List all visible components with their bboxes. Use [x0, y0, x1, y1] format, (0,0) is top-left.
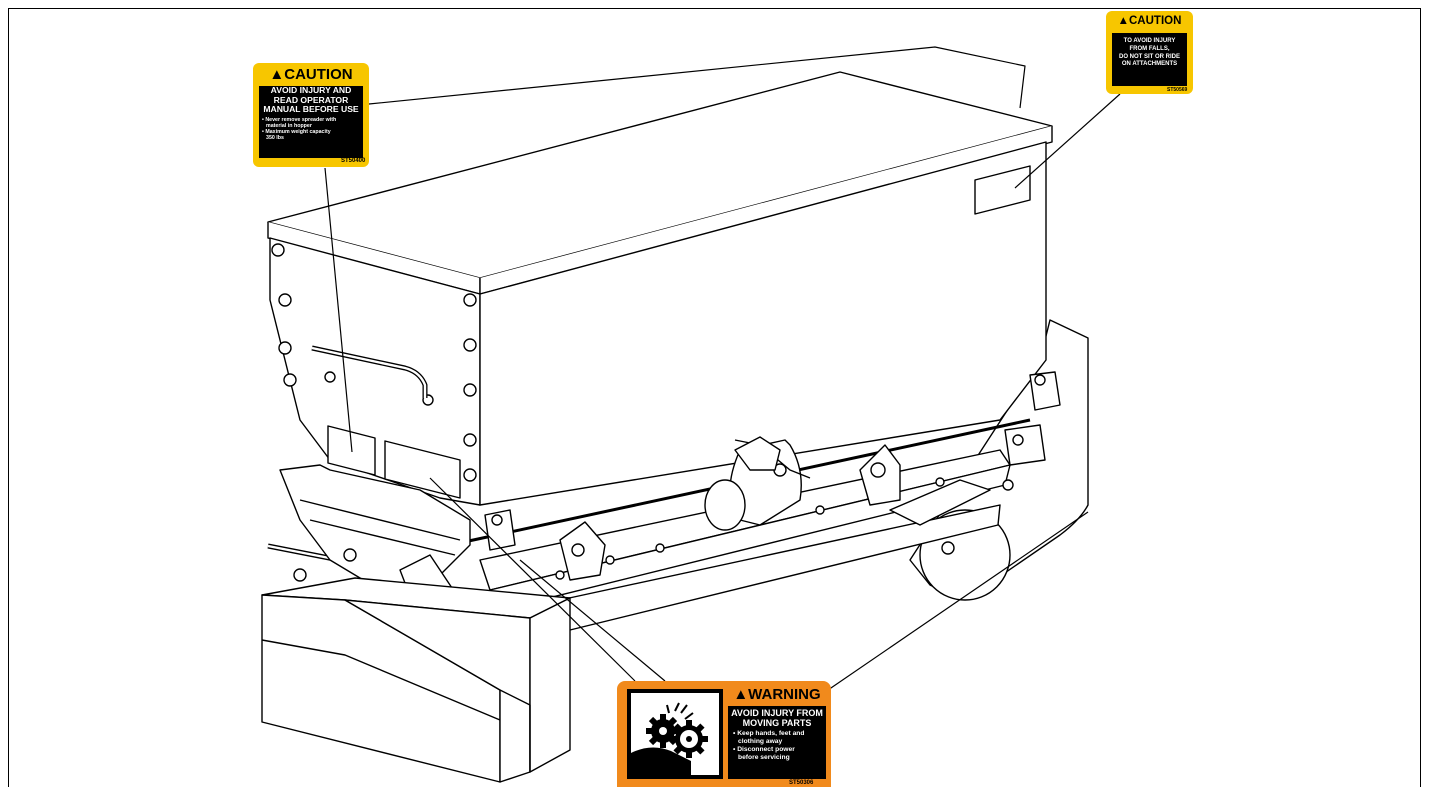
leader-warning-3 — [827, 511, 1089, 691]
motor-bracket — [734, 436, 781, 471]
caution-label-falls: ▲CAUTION TO AVOID INJURY FROM FALLS, DO … — [1106, 11, 1193, 94]
hopper-front-face — [479, 141, 1047, 506]
caution-line: DO NOT SIT OR RIDE — [1118, 53, 1180, 60]
leader-right-caution — [1014, 93, 1121, 189]
leader-warning-1 — [429, 477, 636, 682]
right-bearing — [1004, 424, 1046, 466]
alert-triangle-icon: ▲ — [1117, 15, 1129, 27]
caution-line: TO AVOID INJURY — [1123, 38, 1176, 44]
alert-triangle-icon: ▲ — [269, 66, 285, 83]
caution-line: AVOID INJURY AND — [270, 85, 352, 95]
caution-line: MANUAL BEFORE USE — [263, 104, 359, 114]
caution-line: READ OPERATOR — [273, 94, 349, 105]
label-placeholder-left-2 — [384, 440, 461, 499]
alert-triangle-icon: ▲ — [733, 686, 749, 703]
leader-warning-2 — [519, 559, 666, 682]
caution-heading: ▲CAUTION — [1117, 15, 1182, 27]
caution-bullets: • Never remove spreader with material in… — [262, 116, 337, 141]
warning-label-moving-parts: ▲WARNING AVOID INJURY FROM MOVING PARTS … — [617, 681, 831, 787]
warning-heading: ▲WARNING — [733, 686, 821, 703]
caution-heading: ▲CAUTION — [269, 66, 353, 83]
diagram-frame — [8, 8, 1421, 787]
caution-line: FROM FALLS, — [1129, 45, 1170, 52]
label-part-code: ST50569 — [1167, 87, 1188, 93]
label-placeholder-right — [974, 165, 1031, 215]
caution-body: TO AVOID INJURY FROM FALLS, DO NOT SIT O… — [1112, 33, 1187, 86]
label-part-code: ST50400 — [341, 158, 366, 164]
spinner-cover-side — [344, 599, 531, 783]
warning-body: AVOID INJURY FROM MOVING PARTS • Keep ha… — [728, 706, 826, 779]
right-bracket — [889, 479, 991, 526]
caution-line: ON ATTACHMENTS — [1121, 61, 1178, 68]
hand-gears-entanglement-icon — [631, 693, 719, 775]
leader-left-caution — [368, 46, 1026, 109]
leader-left-caution-2 — [324, 167, 353, 453]
caution-body: AVOID INJURY AND READ OPERATOR MANUAL BE… — [259, 85, 363, 158]
warning-line: AVOID INJURY FROM — [731, 708, 823, 718]
warning-bullets: • Keep hands, feet and clothing away • D… — [733, 730, 805, 761]
warning-line: MOVING PARTS — [742, 718, 812, 728]
label-part-code: ST50306 — [789, 780, 814, 786]
caution-label-operator-manual: ▲CAUTION AVOID INJURY AND READ OPERATOR … — [253, 63, 369, 167]
